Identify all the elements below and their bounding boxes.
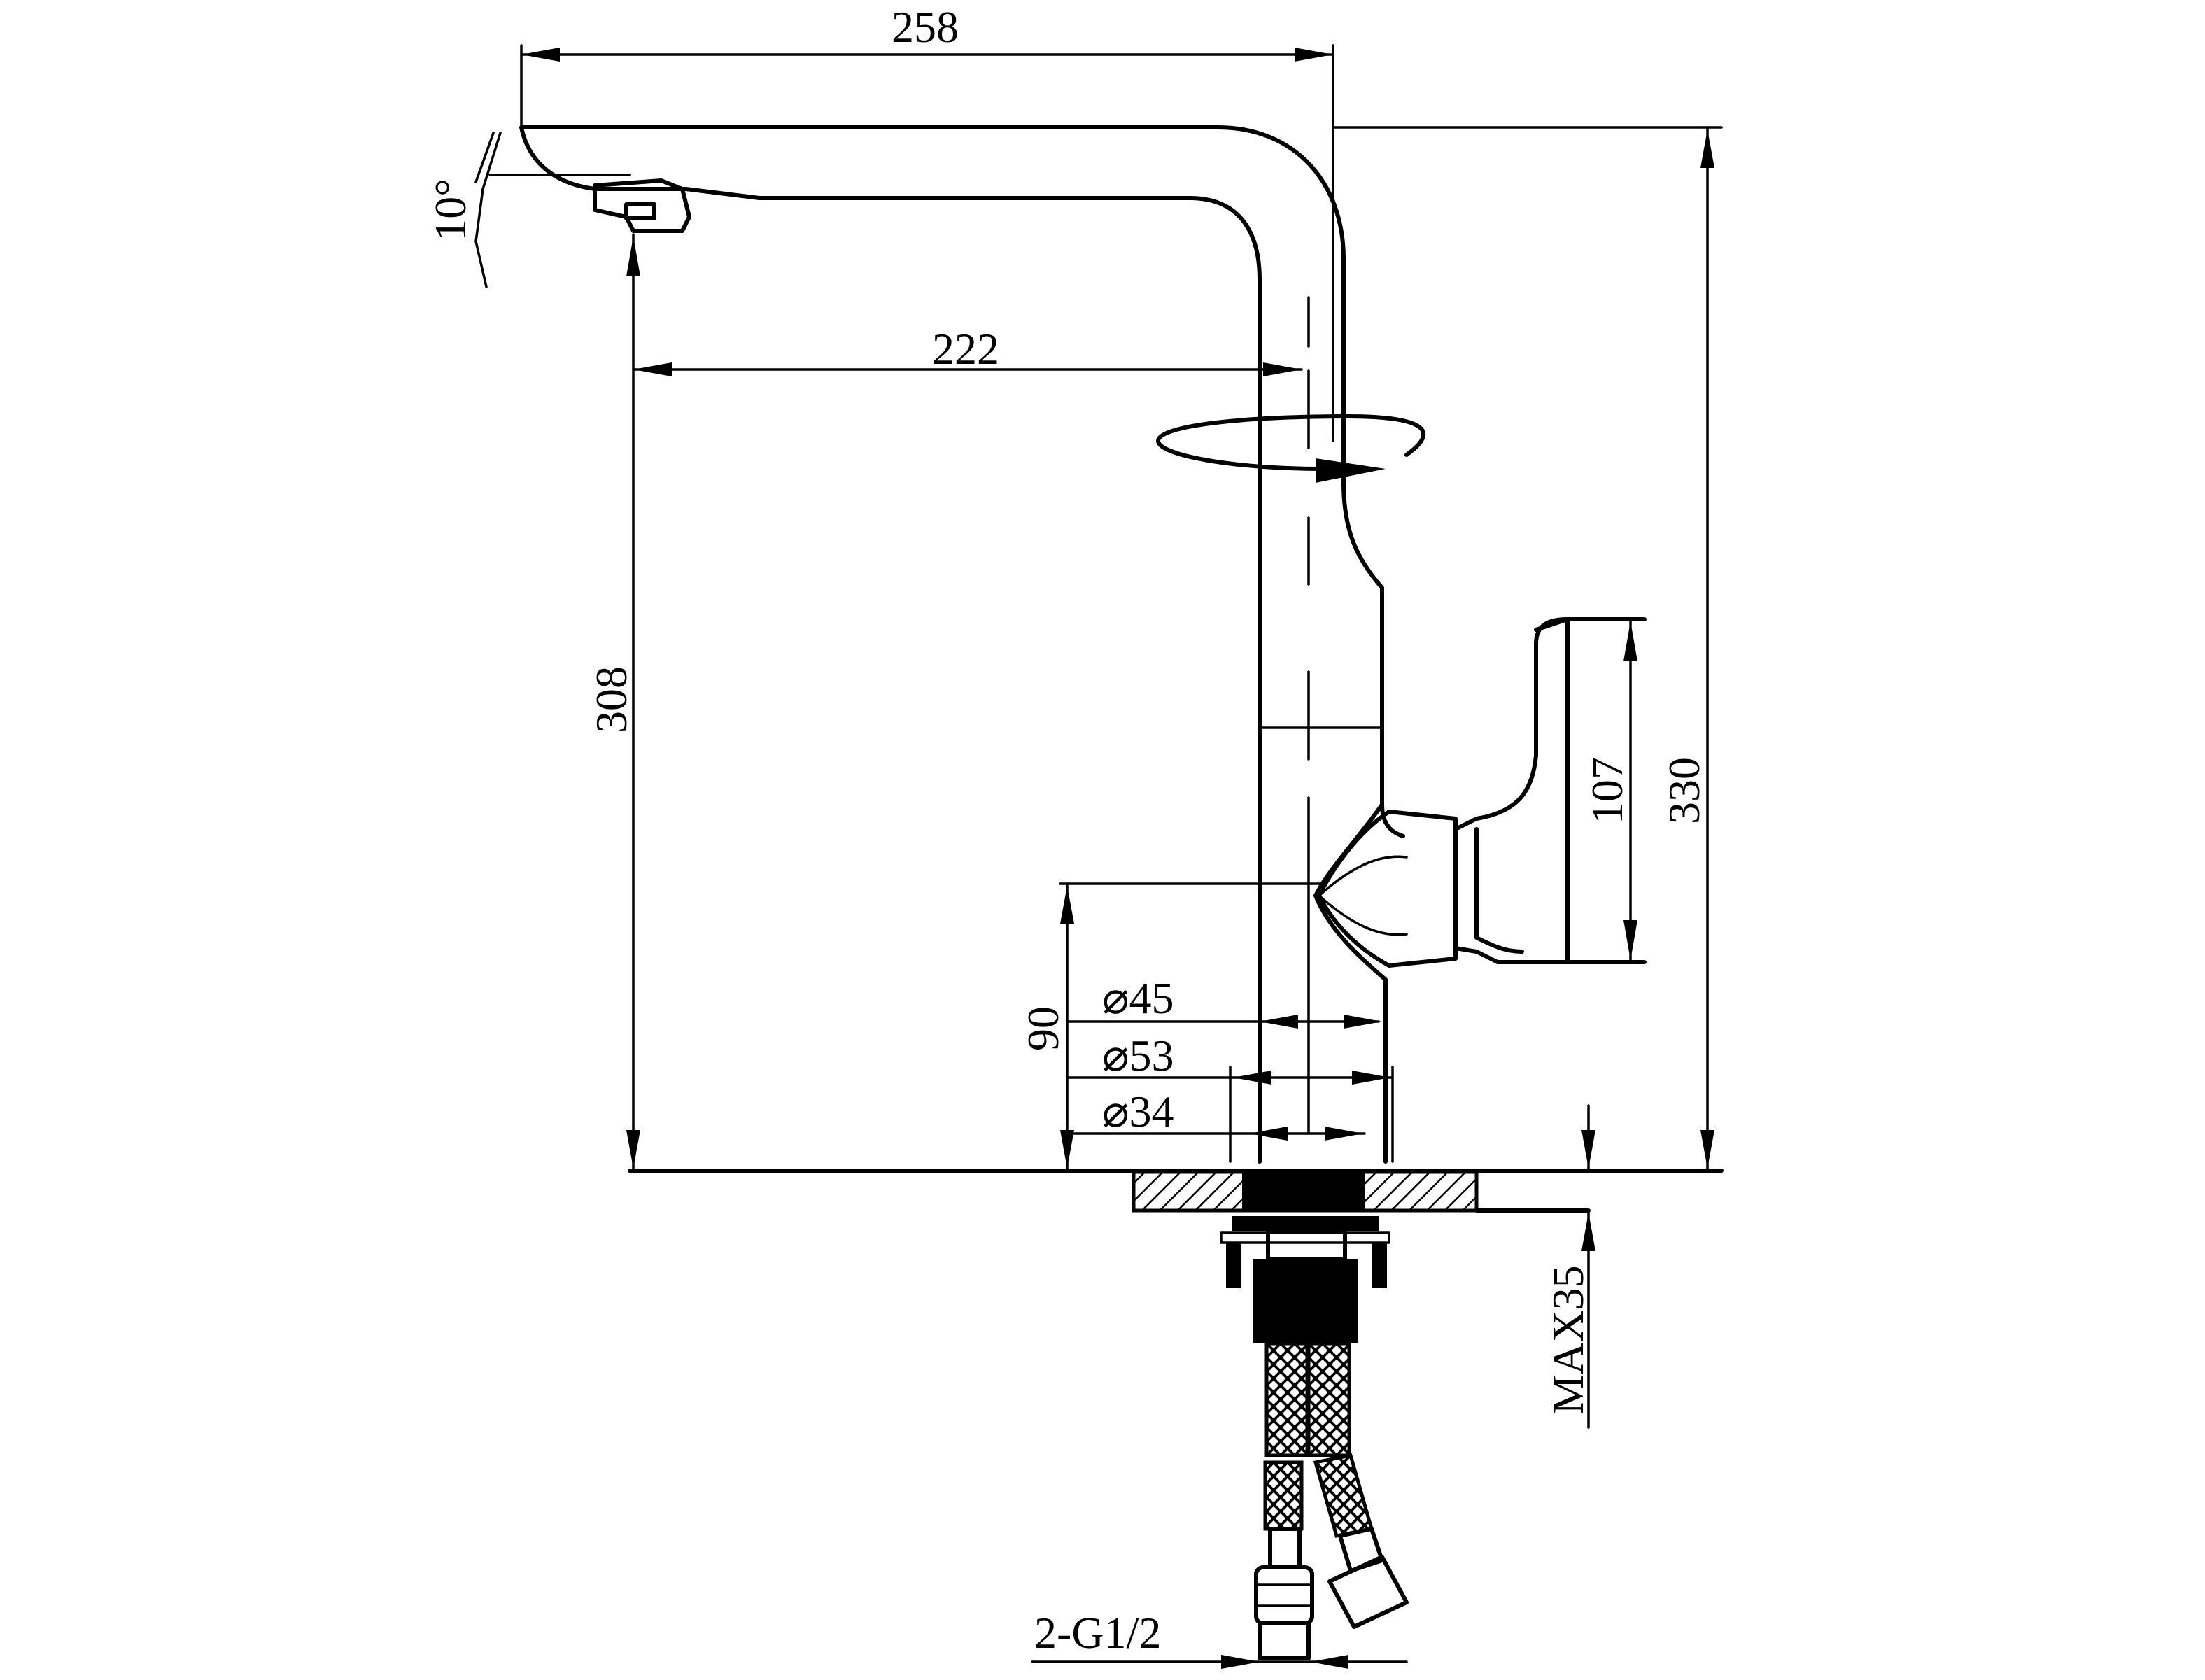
dimension-330: 330	[1332, 126, 1723, 1172]
fixing-stud-left	[1226, 1243, 1241, 1288]
dim-label-g12: 2-G1/2	[1034, 1608, 1161, 1658]
hose-left-ferrule	[1268, 1527, 1302, 1569]
dimension-222: 222	[632, 233, 1303, 1172]
dimension-308: 308	[586, 237, 640, 1169]
dim-label-dia53: ⌀53	[1102, 1031, 1174, 1080]
riser-right-edge	[1380, 803, 1405, 838]
swivel-arrowhead	[1316, 458, 1386, 483]
dim-label-90: 90	[1018, 1006, 1068, 1051]
dimension-dia34: ⌀34	[1066, 1087, 1366, 1141]
dim-label-308: 308	[586, 666, 636, 733]
dim-label-dia45: ⌀45	[1102, 973, 1174, 1023]
hose-right-upper	[1306, 1341, 1351, 1457]
dim-label-10deg: 10°	[425, 178, 475, 241]
hose-right-lower	[1313, 1453, 1374, 1538]
mixer-cap	[1317, 810, 1458, 968]
dim-label-330: 330	[1659, 757, 1709, 824]
lever-handle	[1453, 617, 1647, 964]
dimension-g12: 2-G1/2	[1031, 1608, 1408, 1669]
lever-handle-body	[1534, 617, 1570, 964]
dim-label-max35: MAX35	[1543, 1265, 1593, 1414]
hose-left-lower	[1263, 1460, 1304, 1531]
dim-label-107: 107	[1582, 757, 1632, 824]
spout-outer-contour	[519, 125, 1262, 1164]
dimension-10deg: 10°	[425, 132, 631, 288]
fixing-plate	[1220, 1231, 1390, 1244]
dimension-90: 90	[1018, 882, 1320, 1172]
dim-label-222: 222	[932, 324, 999, 374]
dimension-max35: MAX35	[1543, 1104, 1595, 1429]
fixing-nut	[1266, 1229, 1347, 1262]
swivel-ellipse	[1156, 414, 1426, 471]
mixer-cap-facet	[1318, 855, 1408, 936]
faucet-body	[519, 125, 1647, 1164]
dim-label-dia34: ⌀34	[1102, 1087, 1174, 1136]
spout-top-contour	[519, 125, 1384, 807]
fixing-stud-right	[1372, 1243, 1387, 1288]
dim-label-258: 258	[892, 2, 959, 52]
supply-hoses	[1254, 1341, 1409, 1660]
hose-left-upper	[1264, 1341, 1309, 1457]
dimension-dia45: ⌀45	[1066, 973, 1382, 1029]
spout-aerator	[624, 202, 656, 220]
mixer-body	[1313, 803, 1388, 1164]
lever-inner-contour	[1474, 827, 1524, 954]
shank-section	[1242, 1172, 1365, 1210]
dimension-107: 107	[1582, 618, 1646, 963]
spout-outlet-nozzle	[593, 178, 691, 233]
hose-left-thread	[1258, 1621, 1311, 1660]
hose-right-nut	[1327, 1555, 1409, 1629]
fixing-washer	[1232, 1216, 1379, 1231]
shank-thread	[1253, 1259, 1358, 1343]
mounting-hardware	[1220, 1216, 1390, 1343]
hose-left-nut	[1254, 1565, 1314, 1625]
countertop	[628, 1169, 1724, 1213]
dimension-dia53: ⌀53	[1066, 1031, 1394, 1163]
dimension-258: 258	[520, 2, 1334, 442]
